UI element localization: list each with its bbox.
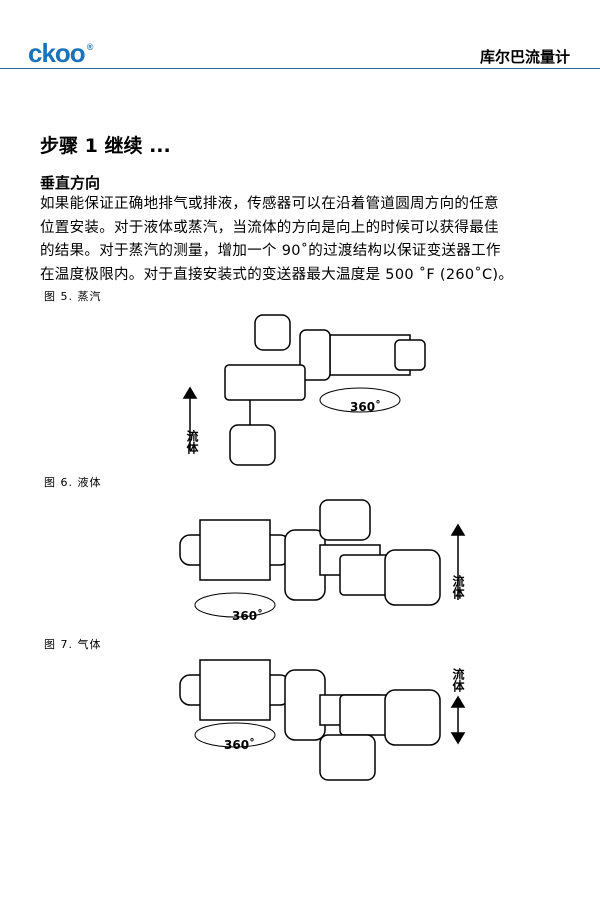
flow-label: 流体 (451, 575, 465, 599)
logo-text: ckoo (28, 38, 86, 68)
paragraph-line: 位置安装。对于液体或蒸汽，当流体的方向是向上的时候可以获得最佳 (40, 219, 499, 236)
rotation-label: 360˚ (350, 400, 382, 414)
paragraph-line: 的结果。对于蒸汽的测量，增加一个 90˚的过渡结构以保证变送器工作 (40, 243, 501, 259)
figure-caption: 图 5. 蒸汽 (44, 290, 102, 303)
figure-caption: 图 7. 气体 (44, 638, 102, 651)
flow-label: 流体 (451, 668, 465, 692)
rotation-label: 360˚ (232, 609, 264, 623)
flow-label: 流体 (185, 430, 199, 454)
paragraph-line: 在温度极限内。对于直接安装式的变送器最大温度是 500 ˚F (260˚C)。 (40, 266, 514, 283)
liquid-installation-diagram (179, 499, 466, 618)
page-title: 步骤 1 继续 ... (40, 135, 171, 157)
header-divider (0, 68, 600, 69)
rotation-label: 360˚ (224, 738, 256, 752)
section-heading: 垂直方向 (40, 174, 101, 192)
steam-installation-diagram (182, 314, 426, 466)
brand-name: 库尔巴流量计 (479, 48, 570, 66)
gas-installation-diagram (179, 659, 466, 781)
paragraph-line: 如果能保证正确地排气或排液，传感器可以在沿着管道圆周方向的任意 (40, 196, 499, 212)
body-text: 如果能保证正确地排气或排液，传感器可以在沿着管道圆周方向的任意 位置安装。对于液… (40, 193, 565, 287)
logo-mark: ® (86, 42, 94, 52)
figure-caption: 图 6. 液体 (44, 476, 102, 489)
logo: ckoo® (28, 38, 94, 69)
